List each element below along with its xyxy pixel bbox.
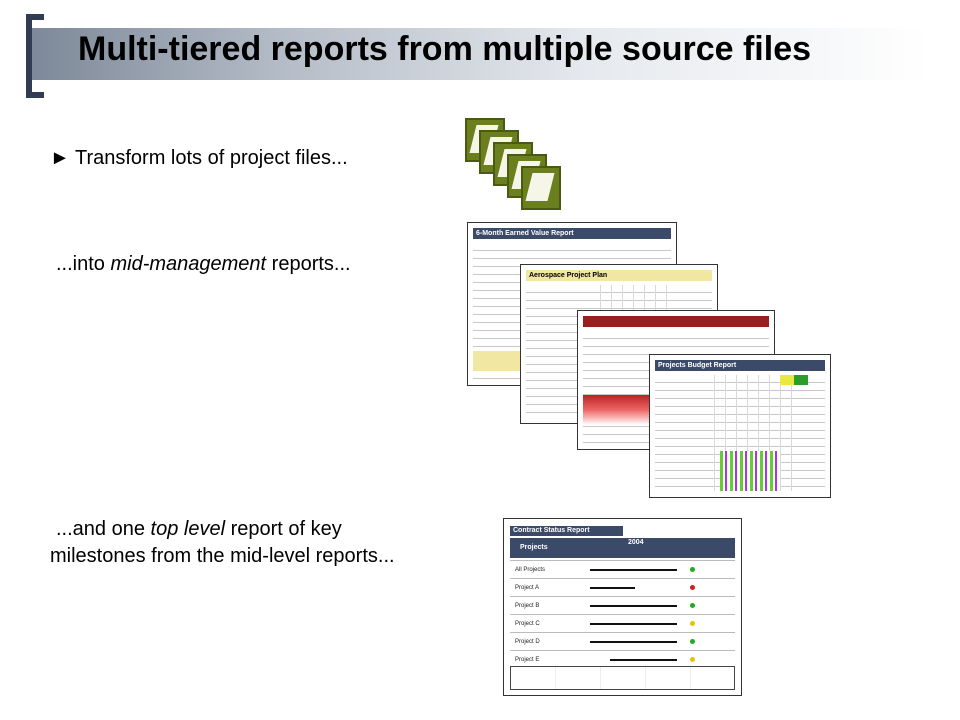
budget-badge-yellow: [780, 375, 794, 385]
report-column-header: Projects 2004: [510, 538, 735, 558]
table-row: All Projects: [510, 560, 735, 578]
report-title: Projects Budget Report: [655, 360, 825, 371]
table-row: Project D: [510, 632, 735, 650]
project-file-icon: [521, 166, 561, 210]
report-title: 6-Month Earned Value Report: [473, 228, 671, 239]
table-row: Project A: [510, 578, 735, 596]
title-bracket: [26, 14, 44, 98]
column-year: 2004: [628, 539, 644, 546]
line-top-level: ...and one top level report of key: [56, 518, 342, 540]
report-legend: [510, 666, 735, 690]
legend-box: [473, 351, 521, 371]
report-title: Contract Status Report: [510, 526, 623, 536]
report-title: Aerospace Project Plan: [526, 270, 712, 281]
line-transform: ► Transform lots of project files...: [50, 147, 348, 169]
column-projects: Projects: [520, 544, 548, 551]
budget-badge-green: [794, 375, 808, 385]
line-mid-management: ...into mid-management reports...: [56, 253, 351, 275]
budget-bars: [720, 451, 780, 491]
line-milestones: milestones from the mid-level reports...: [50, 545, 395, 567]
report-header: [583, 316, 769, 327]
contract-status-report-thumbnail: Contract Status Report Projects 2004 All…: [503, 518, 742, 696]
table-row: Project B: [510, 596, 735, 614]
slide-title: Multi-tiered reports from multiple sourc…: [78, 30, 812, 68]
budget-report-thumbnail: Projects Budget Report: [649, 354, 831, 498]
table-row: Project C: [510, 614, 735, 632]
table-row: Project E: [510, 650, 735, 668]
title-band: [30, 28, 930, 80]
